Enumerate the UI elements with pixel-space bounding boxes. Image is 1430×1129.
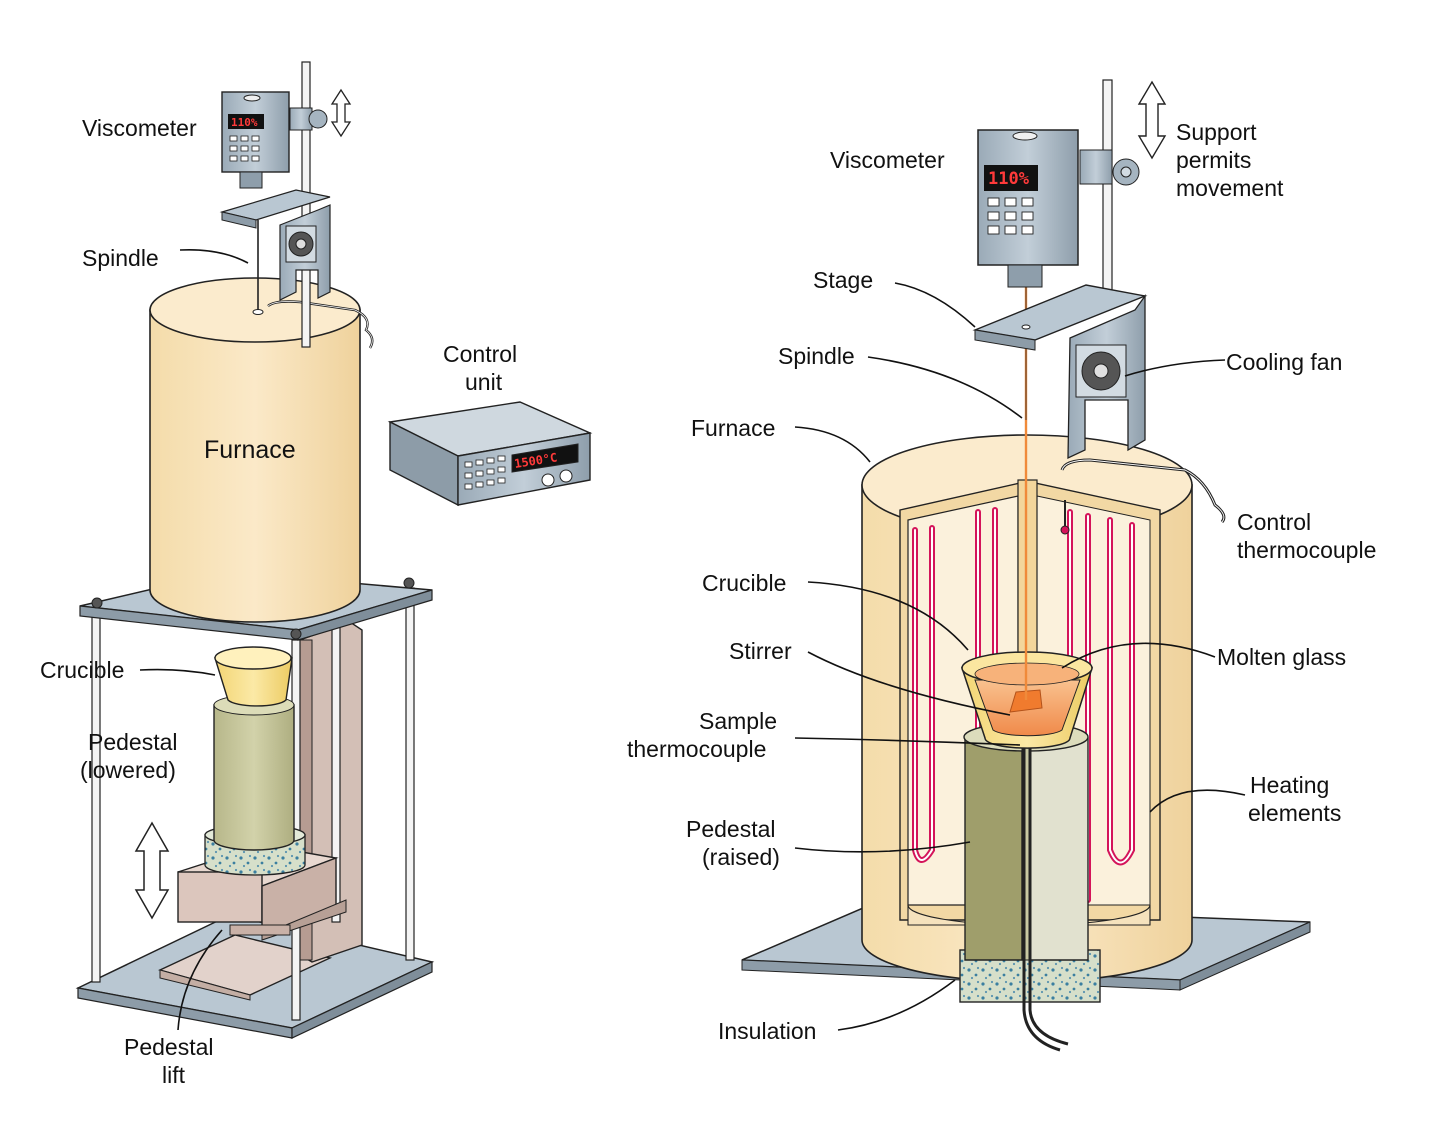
left-pedestal-lift-label-1: Pedestal bbox=[124, 1034, 214, 1060]
left-viscometer bbox=[219, 61, 352, 348]
right-heating-label-2: elements bbox=[1248, 800, 1341, 826]
right-viscometer-label: Viscometer bbox=[830, 147, 945, 173]
right-support-label-2: permits bbox=[1176, 147, 1251, 173]
left-control-unit-label-2: unit bbox=[465, 369, 503, 395]
right-pedestal-label-2: (raised) bbox=[702, 844, 780, 870]
right-crucible-label: Crucible bbox=[702, 570, 786, 596]
right-cooling-fan-label: Cooling fan bbox=[1226, 349, 1342, 375]
left-control-unit bbox=[387, 401, 593, 507]
right-viscometer bbox=[977, 129, 1140, 288]
left-pedestal-label-2: (lowered) bbox=[80, 757, 176, 783]
left-control-unit-label-1: Control bbox=[443, 341, 517, 367]
right-control-tc-label-1: Control bbox=[1237, 509, 1311, 535]
left-labels: Viscometer Spindle Furnace Control unit … bbox=[40, 115, 558, 1088]
right-furnace-label: Furnace bbox=[691, 415, 775, 441]
left-viscometer-label: Viscometer bbox=[82, 115, 197, 141]
left-pedestal bbox=[213, 694, 295, 851]
right-pedestal-label-1: Pedestal bbox=[686, 816, 776, 842]
left-pedestal-lift-label-2: lift bbox=[162, 1062, 186, 1088]
right-apparatus bbox=[741, 79, 1311, 1052]
right-support-label-3: movement bbox=[1176, 175, 1284, 201]
left-crucible-label: Crucible bbox=[40, 657, 124, 683]
left-pedestal-label-1: Pedestal bbox=[88, 729, 178, 755]
left-lift-arrow-icon bbox=[134, 821, 170, 920]
right-sample-tc-label-2: thermocouple bbox=[627, 736, 766, 762]
left-viscometer-display: 110% bbox=[231, 116, 258, 129]
right-sample-tc-label-1: Sample bbox=[699, 708, 777, 734]
left-spindle-label: Spindle bbox=[82, 245, 159, 271]
right-support-label-1: Support bbox=[1176, 119, 1257, 145]
right-stirrer bbox=[1009, 689, 1043, 713]
left-crucible bbox=[214, 646, 293, 707]
right-insulation-label: Insulation bbox=[718, 1018, 816, 1044]
right-labels: Viscometer Support permits movement Stag… bbox=[627, 119, 1376, 1044]
left-apparatus bbox=[75, 61, 593, 1039]
right-viscometer-display: 110% bbox=[988, 169, 1030, 189]
right-spindle-label: Spindle bbox=[778, 343, 855, 369]
right-support-arrow-icon bbox=[1137, 80, 1167, 160]
right-stage-label: Stage bbox=[813, 267, 873, 293]
right-heating-label-1: Heating bbox=[1250, 772, 1329, 798]
right-control-tc-label-2: thermocouple bbox=[1237, 537, 1376, 563]
left-control-unit-display: 1500°C bbox=[513, 450, 558, 471]
right-molten-glass-label: Molten glass bbox=[1217, 644, 1346, 670]
right-stirrer-label: Stirrer bbox=[729, 638, 792, 664]
right-stage bbox=[972, 284, 1148, 460]
left-furnace-label: Furnace bbox=[204, 436, 296, 464]
